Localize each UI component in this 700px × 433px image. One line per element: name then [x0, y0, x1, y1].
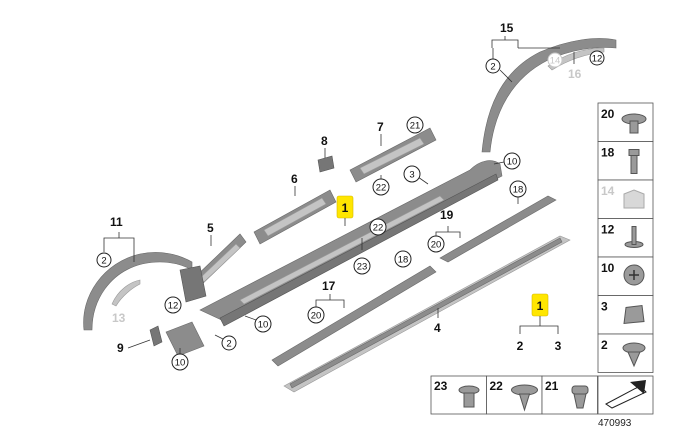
legend-cell-18: 18: [597, 141, 654, 181]
sill-callouts: 3 10 22 23: [353, 152, 521, 275]
callout-10: 10: [175, 358, 186, 369]
callout-17-group: 17 20: [307, 279, 345, 324]
expanding-rivet-icon: [622, 342, 646, 368]
legend-cell-number: 18: [601, 146, 615, 160]
fastener-legend-bottom: 23 22 21: [430, 375, 598, 415]
legend-cell-12: 12: [597, 218, 654, 258]
callout-11-group: 11 2 13 12: [96, 215, 182, 325]
legend-cell-number: 23: [434, 379, 448, 393]
legend-cell-23: 23: [430, 375, 487, 415]
screw-head-icon: [623, 264, 645, 286]
part-number-8: 8: [321, 134, 328, 148]
figure-reference: 470993: [597, 375, 654, 429]
part-7-bracket: 7 21 22: [349, 116, 437, 196]
fastener-legend-side: 20 18 14 12 10 3 2: [597, 102, 654, 373]
legend-cell-number: 3: [601, 300, 608, 314]
legend-part-1: 1: [537, 299, 544, 313]
part-number-15: 15: [500, 21, 514, 35]
bolt-icon: [628, 149, 640, 174]
part-number-4: 4: [434, 321, 441, 335]
part-8-clip: 8: [317, 134, 335, 173]
callout-19-group: 19 20: [427, 208, 461, 253]
part-18-strip-mid: 18: [271, 250, 437, 367]
callout-21: 21: [410, 121, 421, 132]
legend-cell-3: 3: [597, 295, 654, 335]
pin-clip-icon: [624, 226, 644, 248]
callout-2: 2: [226, 339, 231, 350]
part-number-13: 13: [112, 311, 126, 325]
callout-3: 3: [409, 170, 414, 181]
legend-part-2: 2: [517, 339, 524, 353]
spring-clip-icon: [623, 304, 645, 325]
callout-12: 12: [592, 54, 603, 65]
legend-cell-22: 22: [486, 375, 543, 415]
legend-cell-number: 12: [601, 223, 615, 237]
legend-cell-10: 10: [597, 256, 654, 296]
legend-part-3: 3: [555, 339, 562, 353]
part-number-17: 17: [322, 279, 336, 293]
assembly-legend: 1 2 3: [517, 293, 562, 353]
legend-cell-21: 21: [541, 375, 598, 415]
callout-14: 14: [550, 56, 561, 67]
callout-20: 20: [311, 311, 322, 322]
callout-2: 2: [490, 62, 495, 73]
part-number-11: 11: [110, 215, 123, 229]
callout-2: 2: [101, 256, 106, 267]
spreader-rivet-icon: [458, 385, 480, 408]
side-sill-panel: [199, 160, 503, 327]
callout-22: 22: [376, 183, 387, 194]
callout-1-main[interactable]: 1: [336, 195, 354, 226]
part-18-strip-upper: 18: [439, 180, 557, 263]
wheel-arch-trim-rear: [481, 38, 617, 153]
callout-22: 22: [373, 223, 384, 234]
figure-number: 470993: [598, 418, 632, 429]
part-number-9: 9: [117, 341, 124, 355]
part-number-5: 5: [207, 221, 214, 235]
part-number-6: 6: [291, 172, 298, 186]
part-9-group: 9 10 2 10: [117, 315, 272, 371]
part-6-bracket: 6: [253, 172, 337, 245]
legend-cell-number: 2: [601, 338, 608, 352]
legend-cell-20: 20: [597, 102, 654, 142]
legend-cell-2: 2: [597, 333, 654, 373]
legend-cell-14: 14: [597, 179, 654, 219]
callout-18: 18: [513, 185, 524, 196]
part-number-7: 7: [377, 120, 384, 134]
callout-20: 20: [431, 240, 442, 251]
part-number-16: 16: [568, 67, 582, 81]
legend-cell-number: 10: [601, 261, 615, 275]
legend-cell-number: 22: [490, 379, 504, 393]
callout-12: 12: [168, 301, 179, 312]
callout-10: 10: [258, 320, 269, 331]
callout-23: 23: [357, 262, 368, 273]
part-number-1-highlight: 1: [342, 201, 349, 215]
mushroom-clip-icon: [511, 384, 538, 412]
callout-10: 10: [507, 157, 518, 168]
part-4-strip: 4: [283, 235, 571, 393]
legend-cell-number: 21: [545, 379, 559, 393]
clip-bracket-icon: [623, 189, 645, 209]
callout-18: 18: [398, 255, 409, 266]
legend-cell-number: 14: [601, 184, 615, 198]
legend-cell-number: 20: [601, 107, 615, 121]
push-rivet-icon: [621, 113, 647, 134]
part-number-19: 19: [440, 208, 454, 222]
wheel-arch-trim-front: [83, 252, 207, 331]
plug-clip-icon: [571, 385, 589, 409]
callout-15-group: 15 2 14 16 12: [485, 21, 605, 83]
